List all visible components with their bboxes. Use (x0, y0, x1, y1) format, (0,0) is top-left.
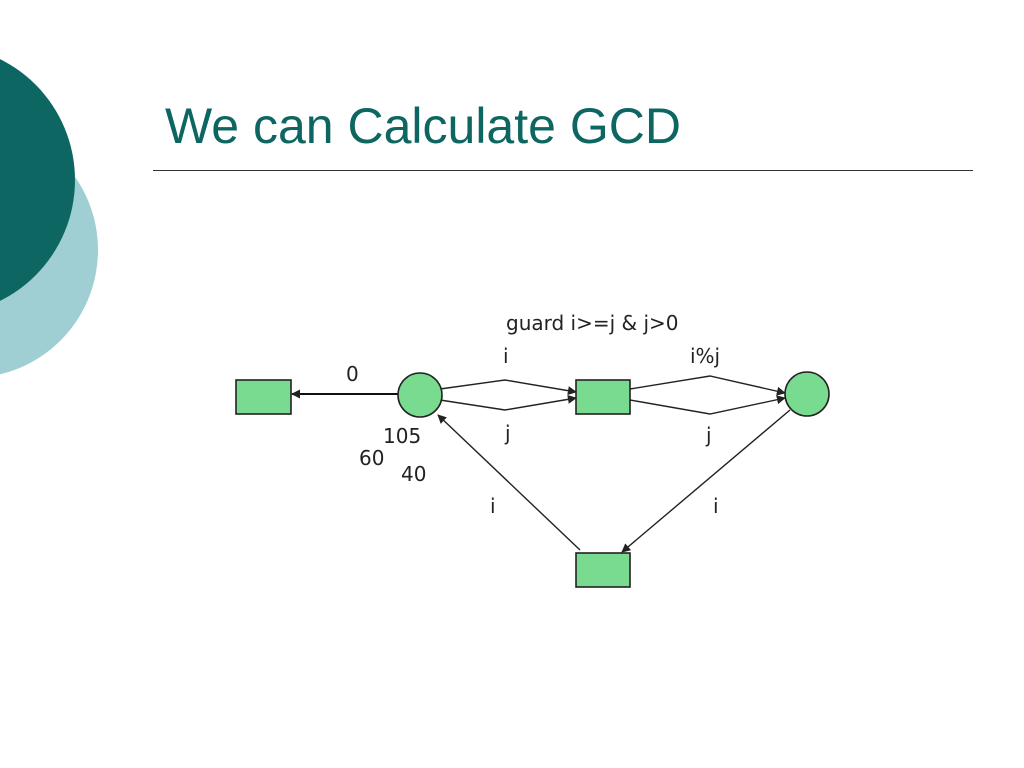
arc-label-return-out: i (713, 494, 719, 518)
arc-label-out-mod: i%j (690, 344, 720, 368)
arc-place1-to-transition-j (439, 394, 577, 411)
arc-label-return-in: i (490, 494, 496, 518)
arc-label-in-i: i (503, 344, 509, 368)
return-transition (575, 552, 631, 588)
slide-title: We can Calculate GCD (165, 98, 681, 154)
place-2 (784, 371, 830, 417)
token-value: 60 (359, 446, 384, 470)
end-transition (235, 379, 292, 415)
dark-teal-circle (0, 59, 75, 301)
guard-label: guard i>=j & j>0 (506, 311, 679, 335)
arc-label-out-j: j (705, 423, 712, 447)
arc-label-end: 0 (346, 362, 359, 386)
arc-place1-to-transition-i (439, 379, 577, 396)
arc-return-to-place1 (437, 414, 581, 551)
token-value: 40 (401, 462, 426, 486)
guard-transition (575, 379, 631, 415)
place-1 (397, 372, 443, 418)
arc-label-in-j: j (504, 421, 511, 445)
arc-transition-to-place2-mod (629, 375, 786, 396)
arc-place2-to-return (621, 409, 791, 553)
title-underline (153, 170, 973, 171)
arc-transition-to-place2-j (629, 395, 786, 415)
token-value: 105 (383, 424, 421, 448)
